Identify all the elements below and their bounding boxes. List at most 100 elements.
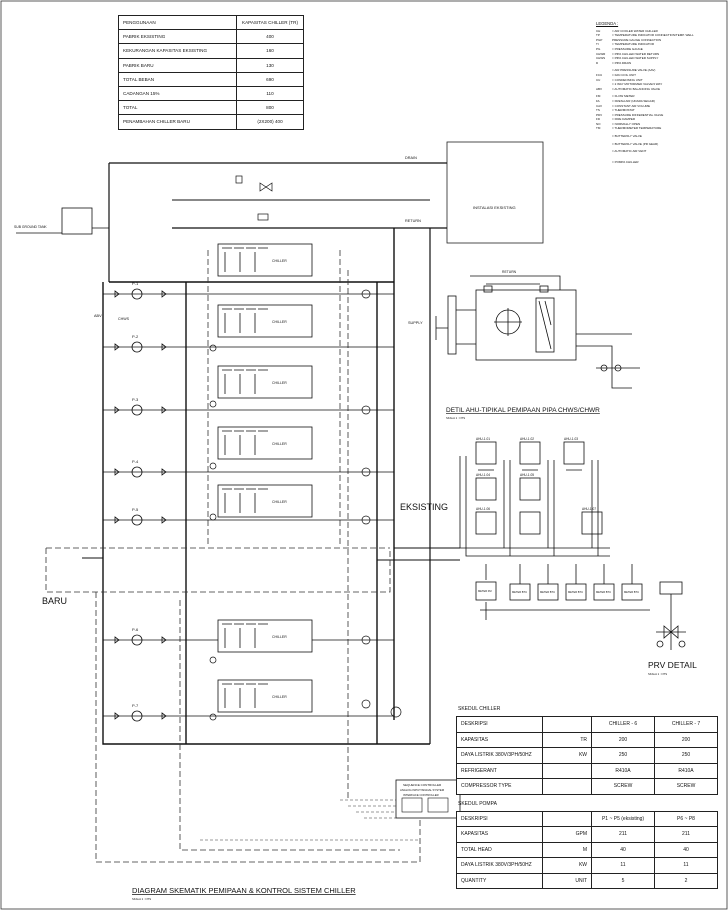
table-cell: CADANGAN 15% [118, 85, 237, 102]
table-cell: 2 [654, 872, 718, 889]
chiller-rows [186, 243, 394, 717]
return-label: RETURN [405, 219, 421, 223]
ahu-tag: AHU-1.07 [582, 507, 596, 511]
ahu-tag: AHU-1.05 [520, 473, 534, 477]
table-cell: PABRIK EKSISTING [118, 29, 237, 45]
legend-item: = POMPA CHILLER [596, 160, 716, 165]
meter-label: METER FM [478, 589, 492, 593]
legend-item: TP= TEMPERATURE INDICATOR CONNECTION/TEM… [596, 33, 716, 38]
chiller-tag: CHILLER [272, 635, 287, 639]
ahu-tag: AHU-1.01 [476, 437, 490, 441]
legend-desc: = 2 WAY MOTORIZED VALVE/3 WAY [612, 82, 663, 87]
table-cell: M [542, 841, 592, 858]
meter-boxes: METER FM METER BTU METER BTU METER BTU M… [475, 581, 643, 601]
main-title-scale: SKALA 1 : NTS [132, 897, 151, 901]
legend-desc: = CONDENSING UNIT [612, 77, 643, 82]
table-header-cell [542, 810, 592, 827]
table-cell [542, 778, 592, 795]
legend-desc: = TEMPERATURE INDICATOR [612, 42, 655, 47]
legend-desc: = AIR COOLED WATER CHILLER [612, 28, 658, 33]
ahu-tag: AHU-1.03 [564, 437, 578, 441]
table-cell: 400 [236, 29, 304, 45]
legend-desc: = PRESSURE DIFFERENTIAL VALVE [612, 112, 664, 117]
legend-item: NO= NORMALLY OPEN [596, 122, 716, 127]
ahu-detail-scale: SKALA 1 : NTS [446, 416, 465, 420]
legend-item: = 2 WAY MOTORIZED VALVE/3 WAY [596, 82, 716, 87]
legend-abbr: PDV [596, 112, 603, 117]
legend-abbr: TI [596, 42, 599, 47]
chiller-tag: CHILLER [272, 442, 287, 446]
table-cell: 200 [654, 731, 718, 748]
legend-desc: = THERMOMETER TEMPERATURE [612, 126, 662, 131]
legend-desc: = NORMALLY OPEN [612, 121, 641, 126]
table-cell: 211 [654, 826, 718, 843]
pump-label: P-1 [132, 281, 139, 286]
chiller-tags: CHILLER CHILLER CHILLER CHILLER CHILLER … [272, 259, 287, 699]
table-header-cell: CHILLER - 6 [591, 716, 655, 733]
controller-line: ANALOG INPUT/SIGNAL SYSTEM [400, 788, 445, 792]
ahu-unit-tags: AHU-1.01 AHU-1.02 AHU-1.03 AHU-1.04 AHU-… [476, 437, 596, 511]
table-cell: TR [542, 731, 592, 748]
legend-item: TM= THERMOMETER TEMPERATURE [596, 126, 716, 131]
table-cell: 110 [236, 85, 304, 102]
chiller-tag: CHILLER [272, 500, 287, 504]
table-cell: R410A [591, 762, 655, 779]
table-cell: KW [542, 747, 592, 764]
legend-item: CHWR= PIPA CHILLED WATER RETURN [596, 52, 716, 57]
legend-desc: = FIRE DAMPER [612, 117, 636, 122]
table-cell: 250 [654, 747, 718, 764]
baru-label: BARU [42, 596, 67, 606]
ahu-detail [435, 275, 640, 389]
ahu-branches [459, 441, 650, 620]
table-cell: KAPASITAS [456, 826, 543, 843]
table-cell: 211 [591, 826, 655, 843]
pump-rows [103, 288, 186, 722]
existing-installation-label: INSTALASI EKSISTING [473, 205, 516, 210]
legend-abbr: CU [596, 77, 601, 82]
table-cell: TOTAL BEBAN [118, 71, 237, 87]
legend-desc: = TEMPERATURE INDICATOR CONNECTION/TEMP.… [612, 33, 694, 38]
table-row: PENAMBAHAN CHILLER BARU(2X200) 400 [118, 114, 304, 130]
legend-desc: = BUTTERFLY VALVE [612, 134, 642, 139]
meter-label: METER BTU [624, 590, 639, 594]
main-title: DIAGRAM SKEMATIK PEMIPAAN & KONTROL SIST… [132, 886, 356, 895]
schedule-chiller-table: DESKRIPSI CHILLER - 6 CHILLER - 7 KAPASI… [456, 716, 718, 795]
ahu-tag: AHU-1.02 [520, 437, 534, 441]
supply-label: SUPPLY [408, 321, 423, 325]
drain-label: DRAIN [405, 156, 417, 160]
table-header-cell: DESKRIPSI [456, 716, 543, 733]
legend-desc: = PIPA DRAIN [612, 60, 632, 65]
table-cell: 5 [591, 872, 655, 889]
header-labels: DRAIN ABV SUPPLY CHWS RETURN [94, 156, 423, 325]
table-cell: 200 [591, 731, 655, 748]
legend-desc: = FLOW METER [612, 94, 635, 99]
controller-line: SEQUENCE CONTROLLER [403, 783, 442, 787]
table-cell: R410A [654, 762, 718, 779]
table-cell: UNIT [542, 872, 592, 889]
make-up-tank: SUB GROUND TANK [14, 207, 109, 235]
legend-abbr: CH [596, 28, 601, 33]
table-header-cell: P1 ~ P5 (eksisting) [591, 810, 655, 827]
table-cell: 11 [591, 857, 655, 874]
table-cell: TOTAL HEAD [456, 841, 543, 858]
legend-item: = BUTTERFLY VALVE [596, 134, 716, 139]
prv-detail [656, 581, 686, 650]
legend-abbr: FCU [596, 72, 603, 77]
legend-item: TI = TEMPERATURE INDICATOR [596, 42, 716, 47]
table-header-cell: KAPASITAS CHILLER (TR) [236, 14, 304, 31]
legend-desc: = AIR PRESSURE VALVE (AAV) [612, 68, 656, 73]
abv-label: ABV [94, 314, 102, 318]
ahu-tag: AHU-1.06 [476, 507, 490, 511]
legend-abbr: FA [596, 98, 600, 103]
schedule-pump-table: DESKRIPSI P1 ~ P5 (eksisting) P6 ~ P8 KA… [456, 810, 718, 889]
legend-desc: = CONSTANT AIR VOLUME [612, 103, 650, 108]
table-cell: KW [542, 857, 592, 874]
table-header-row: PENGGUNAAN KAPASITAS CHILLER (TR) [118, 14, 304, 31]
